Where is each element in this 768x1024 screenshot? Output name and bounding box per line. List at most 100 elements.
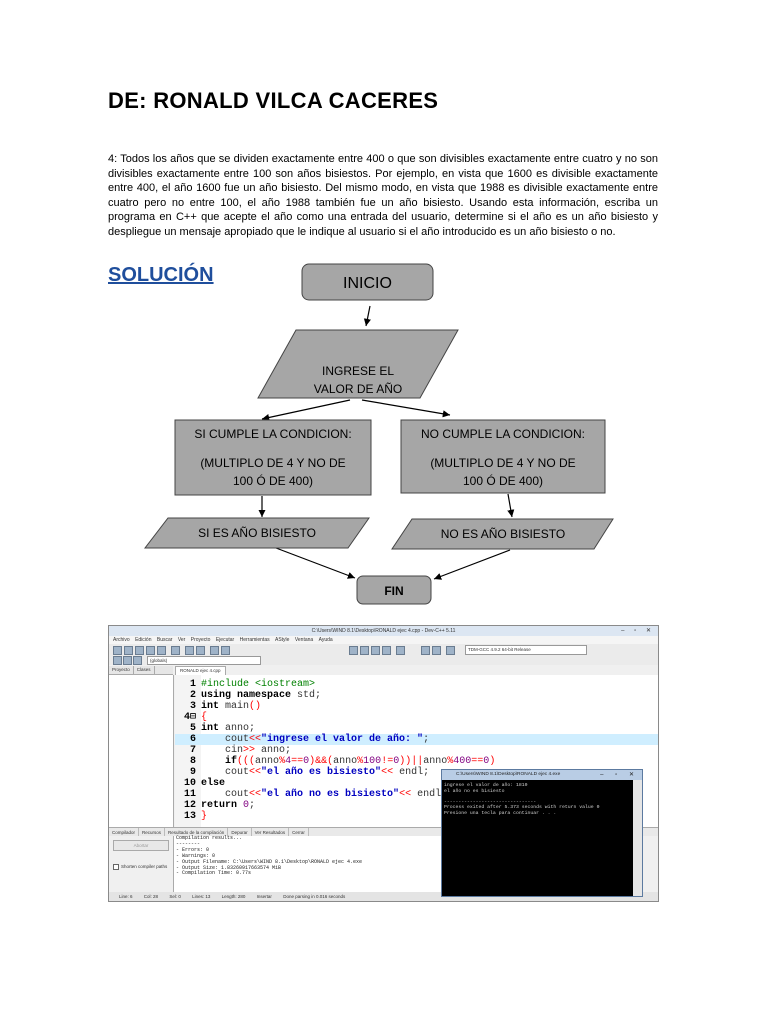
console-output: ingrese el valor de año: 1810 el año no … <box>444 783 600 816</box>
code-line: 7 cin>> anno; <box>175 745 658 756</box>
print-icon[interactable] <box>171 646 180 655</box>
shorten-paths-label: Shorten compiler paths <box>121 864 168 870</box>
condition-false-line2: 100 Ó DE 400) <box>463 473 543 488</box>
tab-depurar-bottom[interactable]: Depurar <box>228 828 252 837</box>
code-line-current: 6 cout<<"ingrese el valor de año: "; <box>175 734 658 745</box>
line-number: 11 <box>183 789 196 800</box>
start-terminal <box>301 263 434 301</box>
condition-true-title: SI CUMPLE LA CONDICION: <box>194 427 351 441</box>
abort-button[interactable]: Abortar <box>113 840 169 851</box>
input-label-line2: VALOR DE AÑO <box>314 382 402 396</box>
code-text: int anno; <box>201 723 256 734</box>
code-line: 4⊟ { <box>175 712 658 723</box>
end-label: FIN <box>384 584 403 598</box>
open-icon[interactable] <box>124 646 133 655</box>
status-length: Length: 280 <box>221 894 246 899</box>
start-label: INICIO <box>343 275 392 292</box>
left-panel-tabs: ProyectoClasesDepurar <box>109 666 173 682</box>
menu-herramientas[interactable]: Herramientas <box>239 637 270 643</box>
menu-edicion[interactable]: Edición <box>135 637 152 643</box>
condition-false-line1: (MULTIPLO DE 4 Y NO DE <box>430 456 575 470</box>
console-window-controls[interactable]: – ▫ ✕ <box>600 772 639 778</box>
menu-buscar[interactable]: Buscar <box>156 637 173 643</box>
ide-toolbar-secondary <box>109 655 658 665</box>
debug-icon[interactable] <box>396 646 405 655</box>
condition-false-box <box>400 419 606 494</box>
save-all-icon[interactable] <box>146 646 155 655</box>
find-icon[interactable] <box>210 646 219 655</box>
input-parallelogram <box>257 329 459 399</box>
line-number: 13 <box>183 811 196 822</box>
undo-icon[interactable] <box>185 646 194 655</box>
editor-gutter <box>175 675 201 827</box>
compile-icon[interactable] <box>349 646 358 655</box>
line-number: 10 <box>183 778 196 789</box>
stop-icon[interactable] <box>432 646 441 655</box>
console-titlebar: C:\Users\WIND 8.1\Desktop\RONALD ejec 4.… <box>442 770 642 780</box>
arrow-input-yes <box>261 399 351 421</box>
end-terminal <box>356 575 432 605</box>
code-text: #include <iostream> <box>201 679 316 690</box>
check-icon[interactable] <box>421 646 430 655</box>
status-insert: Insertar <box>256 894 272 899</box>
compile-log: Compilation results... -------- - Errors… <box>173 835 446 892</box>
ide-toolbar <box>109 644 658 655</box>
code-text: cin>> anno; <box>201 745 292 756</box>
forward-icon[interactable] <box>123 656 132 665</box>
chart-icon[interactable] <box>446 646 455 655</box>
flowchart: INICIO INGRESE EL VALOR DE AÑO SI CUMPLE… <box>143 263 614 605</box>
scope-select[interactable]: (globals) <box>147 656 261 665</box>
code-text: else <box>201 778 226 789</box>
tab-resultado-compilacion[interactable]: Resultado de la compilación <box>165 828 229 837</box>
new-file-icon[interactable] <box>113 646 122 655</box>
problem-statement: 4: Todos los años que se dividen exactam… <box>108 153 658 238</box>
replace-icon[interactable] <box>221 646 230 655</box>
tab-recursos[interactable]: Recursos <box>139 828 166 837</box>
console-scrollbar[interactable] <box>633 780 642 896</box>
code-line: 10 else <box>175 778 658 789</box>
code-text: return 0; <box>201 800 256 811</box>
shorten-paths-checkbox[interactable] <box>113 864 119 870</box>
solution-heading: SOLUCIÓN <box>108 264 214 286</box>
tab-ver-resultados[interactable]: Ver Resultados <box>252 828 290 837</box>
tab-cerrar[interactable]: Cerrar <box>289 828 309 837</box>
tab-compilador[interactable]: Compilador <box>109 828 140 837</box>
line-number: 4⊟ <box>183 712 196 723</box>
window-controls[interactable]: – ▫ ✕ <box>621 628 655 634</box>
menu-ventana[interactable]: Ventana <box>294 637 314 643</box>
back-icon[interactable] <box>113 656 122 665</box>
input-label-line1: INGRESE EL <box>322 364 394 378</box>
line-number: 6 <box>189 734 196 745</box>
line-number: 7 <box>189 745 196 756</box>
menu-astyle[interactable]: AStyle <box>275 637 290 643</box>
menu-proyecto[interactable]: Proyecto <box>190 637 211 643</box>
close-file-icon[interactable] <box>157 646 166 655</box>
condition-true-box <box>174 419 372 496</box>
save-icon[interactable] <box>135 646 144 655</box>
compiler-select[interactable]: TDM-GCC 4.9.2 64-bit Release <box>465 645 587 655</box>
menu-ejecutar[interactable]: Ejecutar <box>215 637 235 643</box>
compile-run-icon[interactable] <box>371 646 380 655</box>
shorten-paths-option[interactable]: Shorten compiler paths <box>113 864 167 870</box>
rebuild-icon[interactable] <box>382 646 391 655</box>
line-number: 3 <box>189 701 196 712</box>
redo-icon[interactable] <box>196 646 205 655</box>
line-number: 8 <box>189 756 196 767</box>
run-icon[interactable] <box>360 646 369 655</box>
status-col: Col: 28 <box>143 894 159 899</box>
menu-ayuda[interactable]: Ayuda <box>318 637 333 643</box>
condition-true-line1: (MULTIPLO DE 4 Y NO DE <box>200 456 345 470</box>
bookmark-icon[interactable] <box>133 656 142 665</box>
menu-ver[interactable]: Ver <box>177 637 186 643</box>
status-sel: Sel: 0 <box>169 894 181 899</box>
tab-clases[interactable]: Clases <box>134 666 155 674</box>
condition-true-line2: 100 Ó DE 400) <box>233 473 313 488</box>
output-leap-year-label: SI ES AÑO BISIESTO <box>198 526 316 540</box>
tab-proyecto[interactable]: Proyecto <box>109 666 134 674</box>
code-text: { <box>201 712 208 723</box>
menu-archivo[interactable]: Archivo <box>113 637 130 643</box>
